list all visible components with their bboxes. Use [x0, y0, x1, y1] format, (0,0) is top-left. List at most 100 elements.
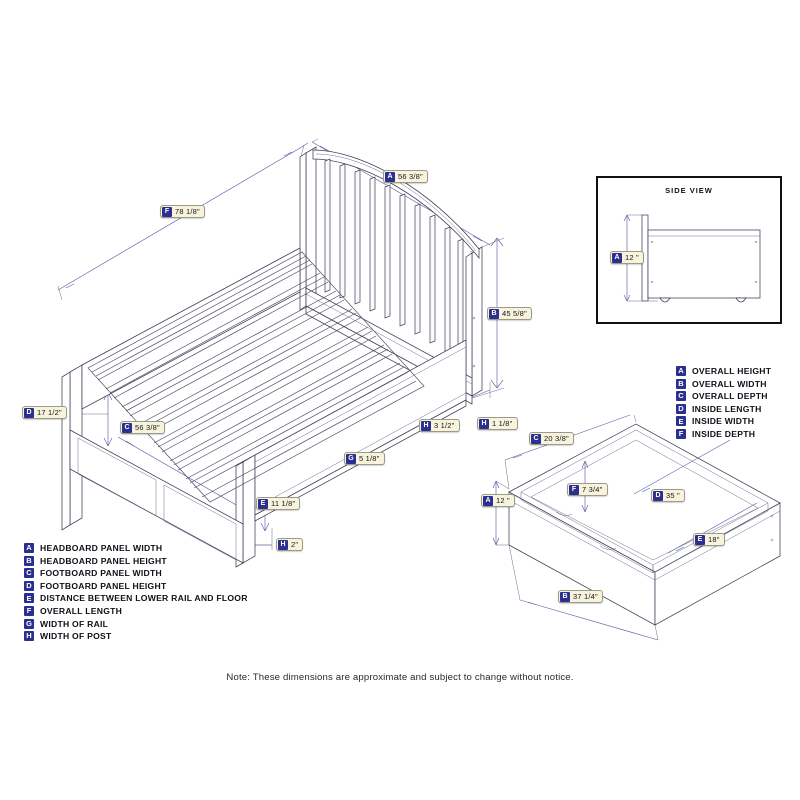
dimension-value: 7 3/4": [582, 485, 603, 494]
drawer-legend: A OVERALL HEIGHT B OVERALL WIDTH C OVERA…: [676, 366, 771, 442]
dimension-chip-E-rail-to-floor: E 11 1/8": [256, 497, 301, 510]
dimension-tag: H: [421, 420, 431, 431]
dimension-tag: B: [560, 591, 570, 602]
dimension-chip-D-inside-length: D 35 ": [651, 489, 685, 502]
legend-label: FOOTBOARD PANEL HEIGHT: [40, 580, 167, 591]
legend-label: INSIDE LENGTH: [692, 403, 762, 414]
dimension-value: 20 3/8": [544, 434, 569, 443]
dimension-value: 18": [708, 535, 720, 544]
side-view-panel: SIDE VIEW A 12 ": [596, 176, 782, 324]
legend-item-width-of-post: H WIDTH OF POST: [24, 631, 248, 642]
dimension-tag: A: [483, 495, 493, 506]
legend-item-drawer-overall-height: A OVERALL HEIGHT: [676, 366, 771, 376]
dimension-chip-F-inside-depth: F 7 3/4": [567, 483, 608, 496]
dimension-value: 45 5/8": [502, 309, 527, 318]
dimension-tag: E: [258, 498, 268, 509]
dimension-chip-F-overall-length: F 78 1/8": [160, 205, 205, 218]
legend-label: OVERALL LENGTH: [40, 605, 123, 616]
legend-label: HEADBOARD PANEL HEIGHT: [40, 555, 167, 566]
dimension-chip-D-footboard-height: D 17 1/2": [22, 406, 67, 419]
dimension-value: 35 ": [666, 491, 680, 500]
legend-key: E: [24, 593, 34, 604]
footboard-panel: [69, 429, 244, 564]
legend-item-width-of-rail: G WIDTH OF RAIL: [24, 618, 248, 629]
dimension-line-drawer-width: [508, 544, 659, 641]
dimension-tag: D: [653, 490, 663, 501]
side-view-drawing: [623, 214, 761, 303]
legend-item-drawer-overall-depth: C OVERALL DEPTH: [676, 391, 771, 402]
legend-item-overall-length: F OVERALL LENGTH: [24, 605, 248, 616]
legend-key: D: [24, 580, 34, 591]
dimension-value: 37 1/4": [573, 592, 598, 601]
dimension-line-inside-length: [633, 439, 731, 495]
legend-label: INSIDE WIDTH: [692, 416, 755, 427]
legend-item-drawer-inside-depth: F INSIDE DEPTH: [676, 428, 771, 439]
dimension-line-drawer-height: [492, 480, 510, 546]
dimension-tag: F: [569, 484, 579, 495]
legend-key: A: [24, 543, 34, 553]
legend-label: OVERALL HEIGHT: [692, 366, 772, 376]
legend-key: F: [676, 428, 686, 439]
dimension-value: 12 ": [625, 253, 639, 262]
legend-label: WIDTH OF RAIL: [40, 618, 109, 629]
dimension-tag: F: [162, 206, 172, 217]
legend-label: OVERALL WIDTH: [692, 378, 767, 389]
legend-label: HEADBOARD PANEL WIDTH: [40, 543, 163, 553]
legend-key: B: [24, 555, 34, 566]
dimension-line-footboard-width: [117, 436, 246, 511]
disclaimer-note: Note: These dimensions are approximate a…: [226, 672, 574, 683]
legend-item-drawer-inside-width: E INSIDE WIDTH: [676, 416, 771, 427]
bed-side-rail-left: [81, 247, 301, 410]
dimension-tag: C: [531, 433, 541, 444]
legend-key: B: [676, 378, 686, 389]
dimension-chip-C-overall-depth: C 20 3/8": [529, 432, 574, 445]
dimension-chip-H-post-width-2: H 2": [276, 538, 304, 551]
legend-item-footboard-panel-height: D FOOTBOARD PANEL HEIGHT: [24, 580, 248, 591]
legend-item-headboard-panel-height: B HEADBOARD PANEL HEIGHT: [24, 555, 248, 566]
dimension-value: 56 3/8": [135, 423, 160, 432]
legend-item-rail-to-floor: E DISTANCE BETWEEN LOWER RAIL AND FLOOR: [24, 593, 248, 604]
dimension-chip-A-headboard-width: A 56 3/8": [383, 170, 428, 183]
mattress-slats: [91, 255, 417, 498]
dimension-tag: H: [479, 418, 489, 429]
dimension-value: 56 3/8": [398, 172, 423, 181]
legend-item-footboard-panel-width: C FOOTBOARD PANEL WIDTH: [24, 568, 248, 579]
legend-key: E: [676, 416, 686, 427]
dimension-chip-A-overall-height: A 12 ": [481, 494, 515, 507]
dimension-tag: E: [695, 534, 705, 545]
dimension-value: 11 1/8": [271, 499, 296, 508]
dimension-value: 78 1/8": [175, 207, 200, 216]
dimension-chip-B-overall-width: B 37 1/4": [558, 590, 603, 603]
bed-legend: A HEADBOARD PANEL WIDTH B HEADBOARD PANE…: [24, 543, 248, 644]
deck-perimeter: [87, 251, 425, 503]
dimension-chip-side-view-A: A 12 ": [610, 251, 644, 264]
legend-key: F: [24, 605, 34, 616]
dimension-value: 12 ": [496, 496, 510, 505]
dimension-chip-H-post-width-1-125: H 1 1/8": [477, 417, 518, 430]
legend-key: D: [676, 403, 686, 414]
legend-label: DISTANCE BETWEEN LOWER RAIL AND FLOOR: [40, 593, 248, 604]
dimension-tag: G: [346, 453, 356, 464]
legend-label: FOOTBOARD PANEL WIDTH: [40, 568, 162, 579]
dimension-chip-B-headboard-height: B 45 5/8": [487, 307, 532, 320]
legend-key: A: [676, 366, 686, 376]
dimension-chip-E-inside-width: E 18": [693, 533, 725, 546]
dimension-value: 3 1/2": [434, 421, 455, 430]
legend-key: C: [24, 568, 34, 579]
legend-key: G: [24, 618, 34, 629]
dimension-value: 5 1/8": [359, 454, 380, 463]
dimension-value: 2": [291, 540, 299, 549]
dimension-value: 1 1/8": [492, 419, 513, 428]
legend-label: OVERALL DEPTH: [692, 391, 768, 402]
dimension-chip-G-rail-width: G 5 1/8": [344, 452, 385, 465]
dimension-line-inside-width: [667, 502, 758, 554]
dimension-tag: D: [24, 407, 34, 418]
dimension-tag: H: [278, 539, 288, 550]
dimension-tag: B: [489, 308, 499, 319]
legend-item-drawer-overall-width: B OVERALL WIDTH: [676, 378, 771, 389]
dimension-chip-H-post-width-3-5: H 3 1/2": [419, 419, 460, 432]
legend-item-drawer-inside-length: D INSIDE LENGTH: [676, 403, 771, 414]
legend-label: WIDTH OF POST: [40, 631, 112, 642]
